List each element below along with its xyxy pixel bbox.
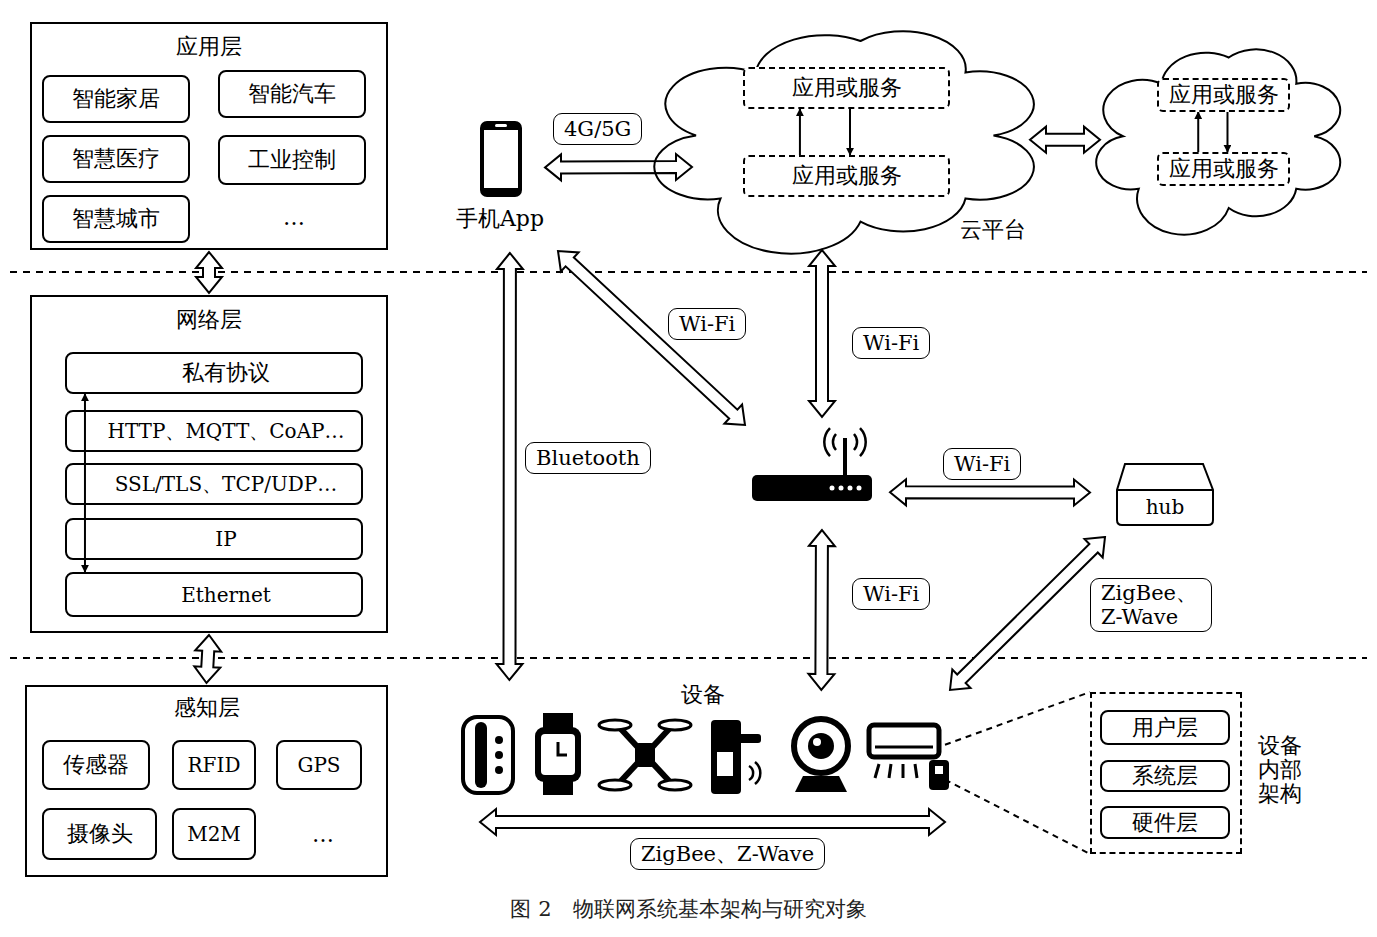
- ellipsis-text: …: [283, 205, 305, 230]
- box-text: 私有协议: [182, 358, 270, 388]
- double-arrow: [950, 537, 1105, 690]
- sensor-box: M2M: [172, 808, 256, 860]
- sensor-box: GPS: [276, 740, 362, 790]
- link-label: Wi-Fi: [852, 578, 930, 610]
- double-arrow: [194, 635, 221, 683]
- link-label: Bluetooth: [525, 442, 651, 474]
- protocol-box: Ethernet: [65, 572, 363, 617]
- double-arrow: [545, 154, 692, 180]
- node-heading: hub: [1115, 495, 1215, 519]
- ellipsis-text: …: [312, 822, 334, 847]
- box-text: 智能家居: [72, 84, 160, 114]
- box-text: 系统层: [1132, 761, 1198, 791]
- node-heading: 应用层: [32, 32, 386, 62]
- layer-box: 应用层智能家居 智能汽车智慧医疗 工业控制智慧城市: [30, 22, 388, 250]
- double-arrow: [497, 253, 523, 680]
- link-label: Wi-Fi: [943, 448, 1021, 480]
- box-text: 应用或服务: [792, 161, 902, 191]
- service-box: 应用或服务: [1157, 152, 1290, 186]
- phone-app: 手机App: [455, 118, 545, 233]
- double-arrow: [196, 252, 222, 293]
- node-heading: 手机App: [445, 204, 555, 234]
- figure-caption: 图 2 物联网系统基本架构与研究对象: [0, 895, 1377, 923]
- thin-arrow: [1226, 112, 1228, 152]
- device-group: 设备: [455, 680, 950, 800]
- node-heading: 设备: [455, 680, 950, 710]
- app-box: 智慧医疗: [42, 135, 190, 183]
- app-box: 智能汽车: [218, 70, 366, 118]
- thin-arrow: [849, 109, 851, 155]
- box-text: RFID: [188, 753, 241, 777]
- cloud-platform: 云平台应用或服务应用或服务: [668, 20, 1018, 230]
- service-box: 应用或服务: [1157, 78, 1290, 112]
- box-text: 应用或服务: [1169, 154, 1279, 184]
- box-text: 硬件层: [1132, 808, 1198, 838]
- double-arrow: [1030, 127, 1100, 153]
- app-box: 智能家居: [42, 75, 190, 123]
- protocol-box: HTTP、MQTT、CoAP…: [65, 410, 363, 452]
- protocol-box: 私有协议: [65, 352, 363, 394]
- double-arrow: [808, 530, 835, 690]
- cloud-platform-drawing: [668, 20, 1018, 230]
- sensor-box: 摄像头: [42, 808, 157, 860]
- node-heading: 感知层: [27, 693, 386, 723]
- node-heading: 设备内部架构: [1258, 734, 1302, 807]
- thin-arrow: [84, 394, 86, 572]
- double-arrow: [809, 250, 835, 417]
- box-text: HTTP、MQTT、CoAP…: [107, 418, 344, 445]
- cloud-platform-drawing: [1105, 40, 1330, 215]
- link-label: 4G/5G: [553, 113, 642, 145]
- router-icon-drawing: [750, 420, 875, 505]
- protocol-box: SSL/TLS、TCP/UDP…: [65, 463, 363, 505]
- layer-box: 感知层传感器 RFID GPS 摄像头 M2M: [25, 685, 388, 877]
- node-heading: 云平台: [960, 215, 1026, 245]
- double-arrow: [890, 479, 1090, 505]
- sensor-box: 传感器: [42, 740, 150, 790]
- link-label: Wi-Fi: [852, 327, 930, 359]
- service-box: 应用或服务: [743, 67, 950, 109]
- thin-arrow: [1197, 112, 1199, 152]
- box-text: 用户层: [1132, 713, 1198, 743]
- arch-layer-box: 用户层: [1100, 710, 1230, 745]
- device-link-arrow: [480, 809, 945, 835]
- arch-layer-box: 硬件层: [1100, 806, 1230, 839]
- cloud-platform: 应用或服务应用或服务: [1105, 40, 1330, 215]
- dashed-leader: [945, 692, 1090, 854]
- link-label: ZigBee、Z-Wave: [1090, 578, 1212, 632]
- protocol-box: IP: [65, 518, 363, 560]
- node-heading: 网络层: [32, 305, 386, 335]
- layer-box: 网络层私有协议 HTTP、MQTT、CoAP… SSL/TLS、TCP/UDP… IP…: [30, 295, 388, 633]
- device-architecture: 设备内部架构用户层系统层硬件层: [1090, 692, 1242, 854]
- box-text: 传感器: [63, 750, 129, 780]
- box-text: GPS: [297, 753, 340, 777]
- box-text: 工业控制: [248, 145, 336, 175]
- box-text: M2M: [187, 822, 241, 846]
- sensor-box: RFID: [172, 740, 256, 790]
- box-text: Ethernet: [181, 583, 271, 607]
- box-text: 应用或服务: [1169, 80, 1279, 110]
- box-text: 应用或服务: [792, 73, 902, 103]
- box-text: SSL/TLS、TCP/UDP…: [115, 471, 338, 498]
- thin-arrow: [799, 109, 801, 155]
- box-text: 智慧医疗: [72, 144, 160, 174]
- box-text: IP: [215, 527, 236, 551]
- box-text: 智能汽车: [248, 79, 336, 109]
- router-icon: [750, 420, 875, 505]
- link-label: Wi-Fi: [668, 308, 746, 340]
- box-text: 智慧城市: [72, 204, 160, 234]
- box-text: 摄像头: [67, 819, 133, 849]
- app-box: 工业控制: [218, 135, 366, 185]
- app-box: 智慧城市: [42, 195, 190, 243]
- service-box: 应用或服务: [743, 155, 950, 197]
- link-label: ZigBee、Z-Wave: [630, 838, 825, 870]
- hub-box: hub: [1115, 462, 1215, 527]
- arch-layer-box: 系统层: [1100, 760, 1230, 792]
